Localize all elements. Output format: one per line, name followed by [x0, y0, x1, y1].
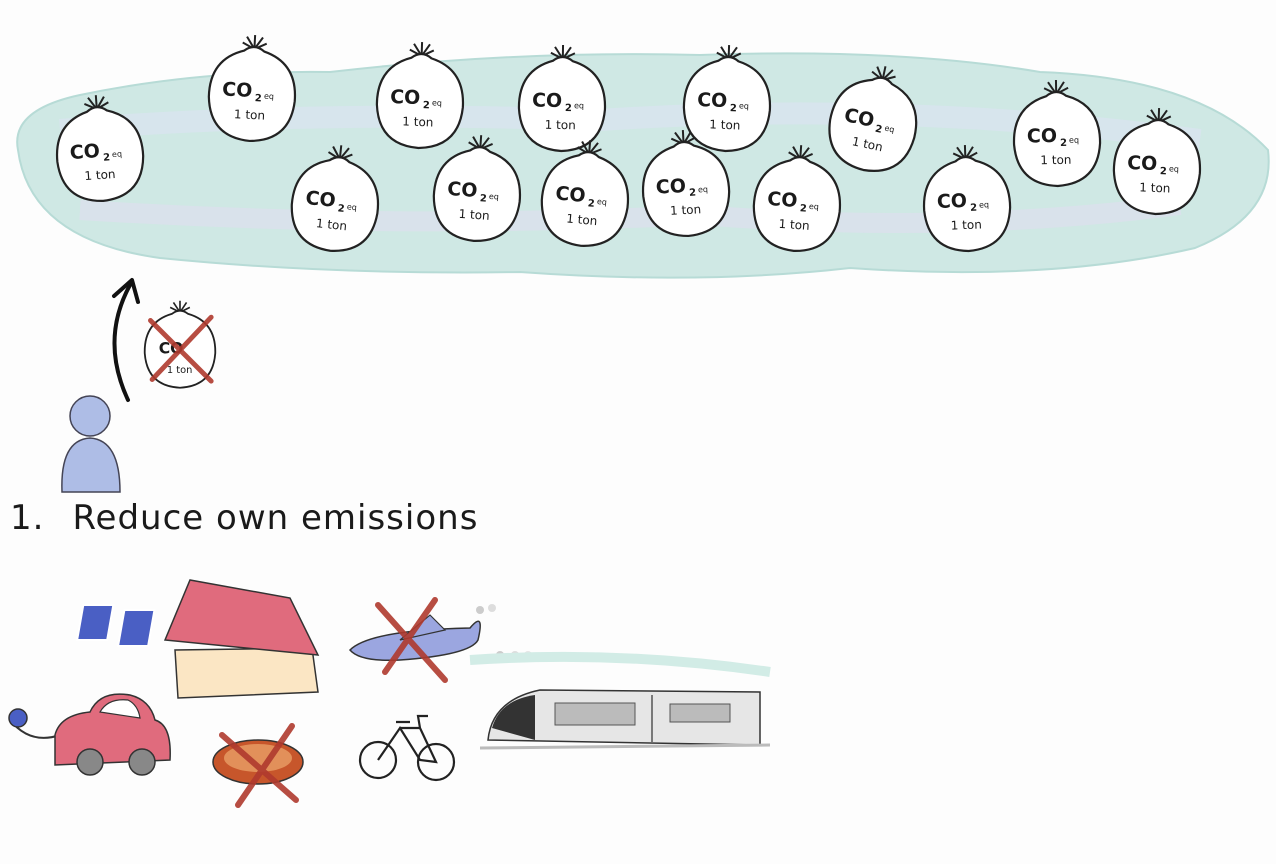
co2-subscript: 2: [479, 193, 487, 204]
co2-amount: 1 ton: [778, 217, 810, 233]
co2-amount: 1 ton: [315, 216, 347, 233]
co2-amount: 1 ton: [458, 207, 490, 223]
co2-suffix: eq: [432, 98, 442, 107]
step-number: 1.: [10, 498, 45, 538]
co2-suffix: eq: [698, 185, 708, 195]
co2-subscript: 2: [799, 203, 807, 214]
plane-icon: [348, 597, 532, 683]
co2-subscript: 2: [423, 100, 430, 111]
meat-icon: [212, 723, 304, 808]
co2-amount: 1 ton: [1040, 153, 1071, 168]
co2-subscript: 2: [1160, 166, 1167, 177]
co2-amount: 1 ton: [851, 134, 884, 154]
bicycle-icon: [358, 714, 456, 782]
co2-subscript: 2: [689, 187, 697, 198]
co2-amount: 1 ton: [950, 217, 982, 232]
solar-house-icon: [75, 579, 320, 699]
co2-formula: CO: [1127, 152, 1158, 175]
step-heading: 1. Reduce own emissions: [10, 498, 478, 538]
co2-suffix: eq: [739, 101, 749, 110]
co2-suffix: eq: [1069, 136, 1079, 145]
co2-subscript: 2: [1060, 138, 1067, 149]
co2-suffix: eq: [112, 149, 123, 159]
co2-subscript: 2: [103, 152, 111, 163]
co2-amount: 1 ton: [234, 107, 266, 123]
arrow-up-icon: [112, 283, 132, 402]
electric-car-icon: [8, 693, 171, 776]
co2-subscript: 2: [970, 203, 977, 214]
removed-co2-bag-icon: CO 1 ton: [143, 299, 217, 389]
co2-suffix: eq: [1169, 164, 1179, 173]
co2-formula: CO: [304, 187, 336, 212]
co2-formula: CO: [390, 86, 421, 109]
co2-formula: CO: [532, 89, 562, 112]
co2-amount: 1 ton: [566, 211, 598, 228]
co2-suffix: eq: [809, 202, 820, 212]
co2-suffix: eq: [489, 192, 500, 202]
co2-formula: CO: [697, 89, 728, 112]
co2-amount: 1 ton: [1139, 180, 1171, 195]
train-icon: [469, 651, 771, 750]
co2-amount: 1 ton: [84, 167, 116, 183]
co2-suffix: eq: [264, 92, 274, 102]
removed-bag-amount: 1 ton: [167, 365, 192, 376]
co2-amount: 1 ton: [709, 117, 741, 132]
co2-formula: CO: [447, 178, 479, 202]
co2-formula: CO: [767, 188, 799, 212]
co2-suffix: eq: [574, 101, 584, 110]
co2-amount: 1 ton: [402, 114, 434, 129]
co2-amount: 1 ton: [545, 118, 576, 133]
co2-suffix: eq: [346, 202, 357, 212]
step-title: Reduce own emissions: [72, 498, 479, 538]
co2-subscript: 2: [874, 124, 883, 136]
co2-subscript: 2: [587, 198, 595, 210]
co2-subscript: 2: [255, 93, 263, 104]
co2-formula: CO: [936, 190, 967, 213]
co2-suffix: eq: [979, 200, 989, 209]
co2-formula: CO: [222, 78, 253, 102]
co2-suffix: eq: [597, 197, 608, 207]
co2-formula: CO: [655, 175, 686, 199]
person-icon: [61, 395, 121, 493]
co2-suffix: eq: [884, 124, 896, 135]
co2-subscript: 2: [565, 103, 572, 114]
co2-amount: 1 ton: [670, 202, 702, 218]
co2-subscript: 2: [337, 203, 345, 215]
co2-formula: CO: [555, 182, 587, 207]
co2-formula: CO: [1027, 125, 1057, 148]
co2-subscript: 2: [730, 103, 737, 114]
co2-formula: CO: [69, 140, 101, 164]
